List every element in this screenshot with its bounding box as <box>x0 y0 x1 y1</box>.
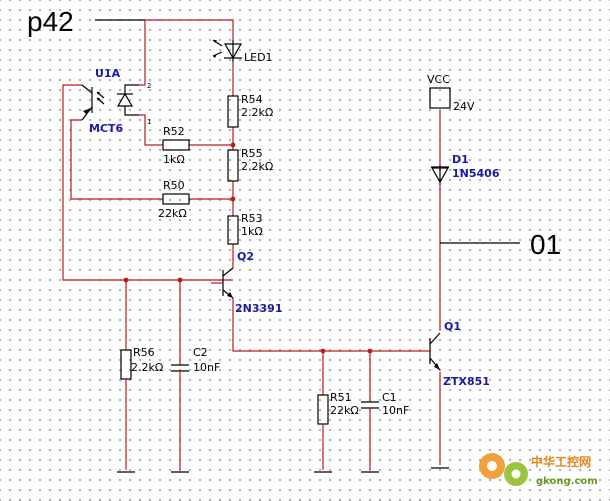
r53-value: 1kΩ <box>241 225 263 238</box>
q2-transistor-symbol <box>211 267 234 299</box>
q1-name: Q1 <box>444 320 461 333</box>
c2-name: C2 <box>193 346 208 359</box>
r50-symbol <box>162 193 190 205</box>
u1a-optocoupler-symbol <box>81 84 139 121</box>
r53-symbol <box>227 215 239 245</box>
q2-name: Q2 <box>237 250 254 263</box>
r50-name: R50 <box>163 179 185 192</box>
ground-symbols <box>117 467 449 473</box>
vcc-voltage-label: 24V <box>453 100 475 113</box>
d1-diode-symbol <box>430 165 450 185</box>
u1a-pin2-label: 2 <box>147 82 151 90</box>
r51-value: 22kΩ <box>330 404 359 417</box>
r52-value: 1kΩ <box>163 153 185 166</box>
gear-icon <box>479 453 528 486</box>
r56-name: R56 <box>133 346 155 359</box>
watermark-title: 中华工控网 <box>531 454 591 469</box>
c1-symbol <box>361 401 379 470</box>
r51-symbol <box>317 394 329 425</box>
r56-symbol <box>120 349 132 380</box>
u1a-part-label: MCT6 <box>89 122 124 135</box>
d1-part: 1N5406 <box>452 167 500 180</box>
r55-name: R55 <box>241 147 263 160</box>
u1a-pin1-label: 1 <box>147 118 151 126</box>
u1a-label: U1A <box>95 67 121 80</box>
r52-symbol <box>162 139 190 151</box>
led1-symbol <box>212 39 243 62</box>
r54-symbol <box>227 95 239 128</box>
watermark-logo: 中华工控网 gkong.com <box>479 453 598 487</box>
c2-symbol <box>171 364 189 470</box>
c2-value: 10nF <box>193 361 220 374</box>
r56-value: 2.2kΩ <box>131 361 163 374</box>
vcc-source-symbol <box>429 87 451 109</box>
q1-part: ZTX851 <box>443 375 490 388</box>
r50-value: 22kΩ <box>158 207 187 220</box>
r51-name: R51 <box>330 391 352 404</box>
watermark-url: gkong.com <box>536 476 598 487</box>
wires <box>62 19 441 465</box>
r52-name: R52 <box>163 125 185 138</box>
vcc-label: VCC <box>427 73 450 86</box>
p42-label: p42 <box>27 6 74 37</box>
o1-label: 01 <box>530 229 561 260</box>
d1-name: D1 <box>452 153 469 166</box>
c1-name: C1 <box>382 391 397 404</box>
r55-symbol <box>227 149 239 182</box>
q1-transistor-symbol <box>428 332 441 371</box>
junctions <box>123 142 373 354</box>
c1-value: 10nF <box>382 404 409 417</box>
r53-name: R53 <box>241 212 263 225</box>
q2-part: 2N3391 <box>235 302 282 315</box>
r55-value: 2.2kΩ <box>241 160 273 173</box>
led1-label: LED1 <box>244 51 273 64</box>
r54-name: R54 <box>241 93 263 106</box>
r54-value: 2.2kΩ <box>241 106 273 119</box>
